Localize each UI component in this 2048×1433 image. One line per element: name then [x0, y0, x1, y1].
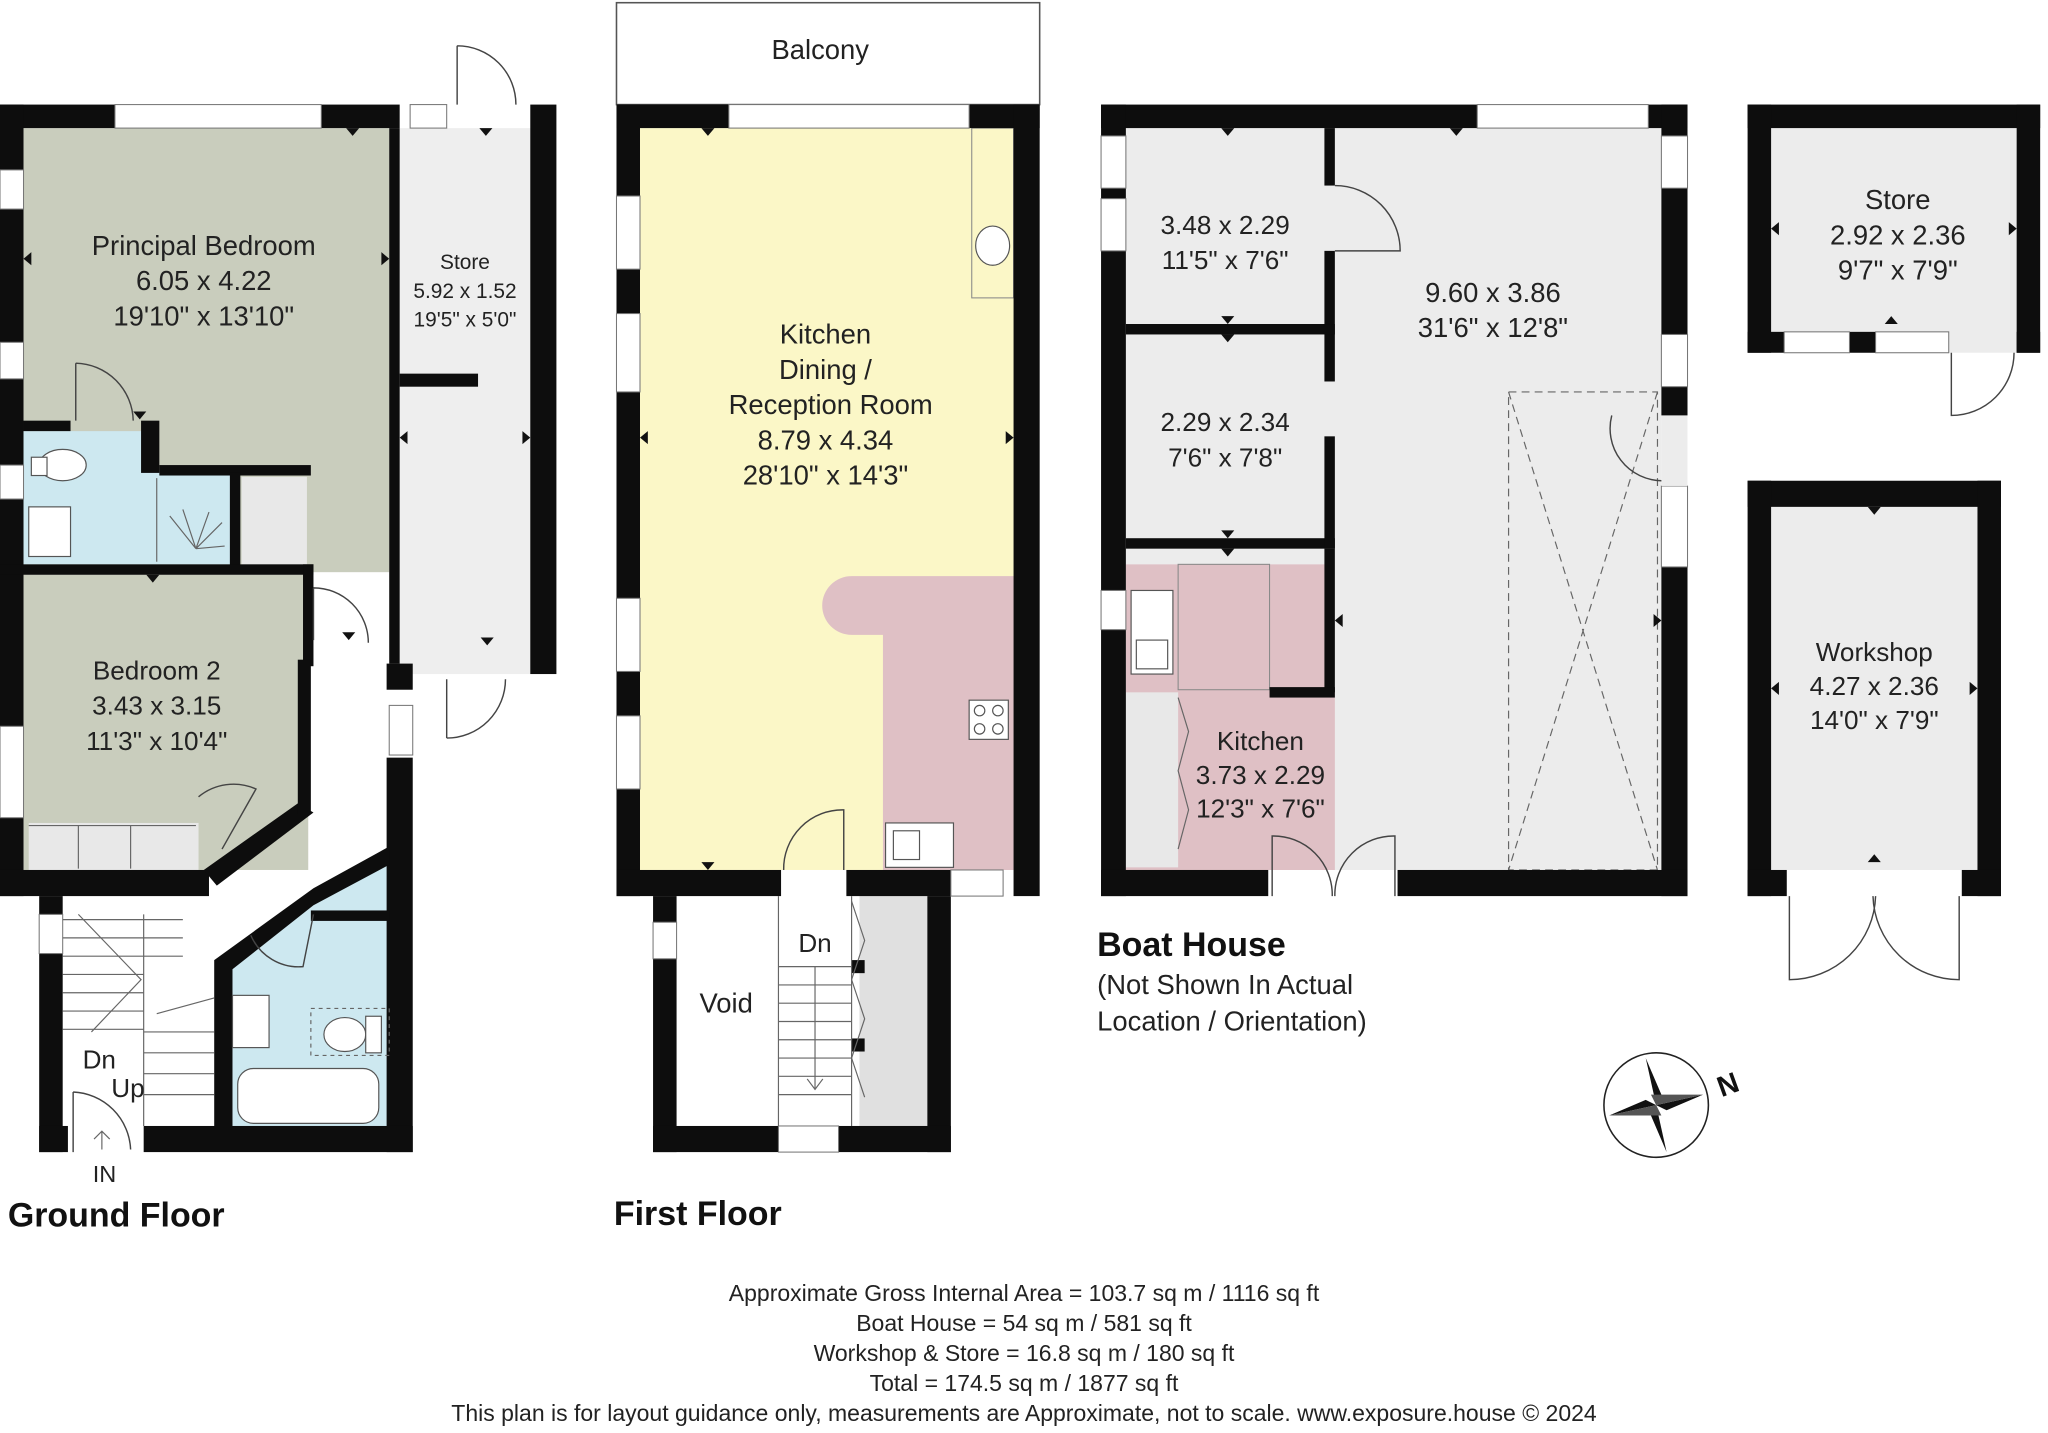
- workshop-name: Workshop: [1816, 637, 1933, 667]
- store-area: [399, 128, 531, 675]
- bedroom-2-area: [23, 574, 309, 870]
- ground-stairs-up-label: Up: [111, 1073, 144, 1103]
- workshop-imperial: 14'0" x 7'9": [1810, 705, 1939, 735]
- gross-internal-area: Approximate Gross Internal Area = 103.7 …: [728, 1280, 1320, 1306]
- boat-main-imperial: 31'6" x 12'8": [1418, 312, 1568, 343]
- store-imperial: 19'5" x 5'0": [414, 309, 517, 332]
- kitchen-metric: 8.79 x 4.34: [758, 424, 894, 455]
- boat-house-note-line2: Location / Orientation): [1097, 1006, 1367, 1037]
- kitchen-name-line1: Kitchen: [780, 319, 871, 350]
- first-floor-plan: [615, 1, 1041, 1153]
- boat-main-metric: 9.60 x 3.86: [1425, 277, 1561, 308]
- boat-room-b-imperial: 7'6" x 7'8": [1168, 442, 1282, 472]
- kitchen-imperial: 28'10" x 14'3": [743, 460, 909, 491]
- bedroom-2-name: Bedroom 2: [93, 655, 221, 685]
- ground-stairs-down-label: Dn: [83, 1044, 116, 1074]
- kitchen-name-line3: Reception Room: [729, 389, 933, 420]
- boat-kitchen-name: Kitchen: [1217, 726, 1304, 756]
- kitchen-name-line2: Dining /: [779, 354, 872, 385]
- bathroom-area: [232, 862, 390, 1126]
- bedroom-2-imperial: 11'3" x 10'4": [86, 726, 227, 756]
- bedroom-2-metric: 3.43 x 3.15: [92, 691, 221, 721]
- principal-bedroom-name: Principal Bedroom: [92, 230, 316, 261]
- total-area: Total = 174.5 sq m / 1877 sq ft: [869, 1370, 1179, 1396]
- workshop-metric: 4.27 x 2.36: [1810, 671, 1939, 701]
- boat-house-title: Boat House: [1097, 926, 1286, 964]
- principal-bedroom-imperial: 19'10" x 13'10": [113, 300, 294, 331]
- boat-kitchen-imperial: 12'3" x 7'6": [1196, 794, 1325, 824]
- principal-bedroom-metric: 6.05 x 4.22: [136, 265, 272, 296]
- first-stairs-down-label: Dn: [798, 928, 831, 958]
- compass-north-label: N: [1713, 1067, 1743, 1104]
- bedroom-2-wardrobe: [28, 822, 199, 870]
- boat-room-a-metric: 3.48 x 2.29: [1161, 210, 1290, 240]
- balcony-label: Balcony: [771, 34, 869, 65]
- boat-kitchen-metric: 3.73 x 2.29: [1196, 760, 1325, 790]
- boat-house-area: Boat House = 54 sq m / 581 sq ft: [856, 1310, 1192, 1336]
- ground-floor-title: Ground Floor: [8, 1197, 225, 1235]
- ground-floor-plan: [0, 45, 557, 1153]
- store-name: Store: [440, 251, 490, 274]
- wardrobe-area: [241, 476, 307, 565]
- boat-room-a-imperial: 11'5" x 7'6": [1162, 245, 1289, 275]
- landing-storage: [859, 888, 928, 1126]
- entrance-label: IN: [93, 1161, 117, 1187]
- outbuilding-store-name: Store: [1865, 184, 1931, 215]
- kitchen-island-units: [822, 576, 1014, 870]
- boat-house-note-line1: (Not Shown In Actual: [1097, 969, 1353, 1000]
- disclaimer: This plan is for layout guidance only, m…: [451, 1400, 1597, 1426]
- outbuilding-store-plan: [1747, 104, 2041, 417]
- workshop-plan: [1747, 480, 2001, 981]
- north-compass-icon: N: [1603, 1052, 1743, 1159]
- first-floor-title: First Floor: [614, 1195, 782, 1233]
- area-summary-footer: Approximate Gross Internal Area = 103.7 …: [0, 1278, 2048, 1428]
- boat-house-plan: [1100, 104, 1689, 897]
- boat-room-b-metric: 2.29 x 2.34: [1161, 407, 1290, 437]
- void-label: Void: [700, 987, 753, 1018]
- store-metric: 5.92 x 1.52: [413, 280, 516, 303]
- outbuilding-store-imperial: 9'7" x 7'9": [1838, 255, 1958, 286]
- void-area: [676, 888, 779, 1126]
- outbuilding-store-metric: 2.92 x 2.36: [1830, 219, 1966, 250]
- workshop-store-area: Workshop & Store = 16.8 sq m / 180 sq ft: [813, 1340, 1235, 1366]
